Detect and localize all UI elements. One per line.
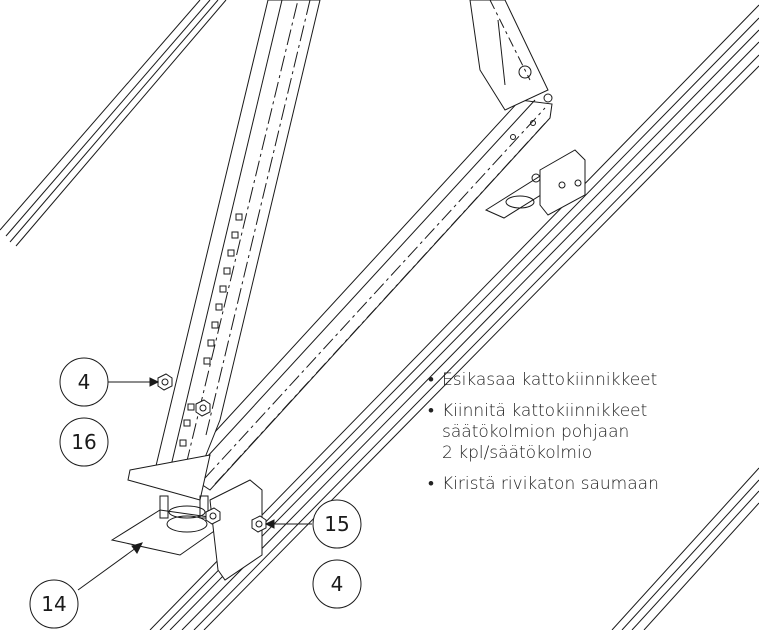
bolt-clamp-top (205, 507, 221, 525)
instruction-line: Kiristä rivikaton saumaan (442, 474, 659, 494)
lower-roof-bracket (110, 454, 263, 581)
callout-14-label: 14 (41, 592, 66, 616)
bolt-upper-left (157, 373, 173, 391)
bolt-clamp (251, 515, 267, 533)
leader-14-arrow (131, 542, 143, 554)
upper-roof-bracket (484, 149, 586, 219)
instruction-line: säätökolmion pohjaan (442, 422, 630, 442)
roof-seam-left-upper (0, 0, 227, 247)
instruction-line: Kiinnitä kattokiinnikkeet (442, 401, 648, 421)
instruction-item: Kiinnitä kattokiinnikkeet säätökolmion p… (428, 401, 728, 464)
callout-16: 16 (59, 417, 109, 467)
callout-15-label: 15 (324, 512, 349, 536)
instruction-item: Kiristä rivikaton saumaan (428, 474, 728, 495)
leader-14 (77, 544, 141, 591)
callout-15: 15 (312, 499, 362, 549)
callout-4-bottom-label: 4 (331, 572, 344, 596)
instruction-line: 2 kpl/säätökolmio (442, 443, 593, 463)
leader-4a-arrow (149, 377, 160, 387)
callout-16-label: 16 (71, 430, 96, 454)
adjustment-holes (179, 213, 243, 447)
callout-4-top-label: 4 (78, 370, 91, 394)
bolt-upper-middle (195, 399, 211, 417)
leader-15-arrow (264, 519, 275, 529)
callout-4-top: 4 (59, 357, 109, 407)
roof-seam-right-lower (611, 467, 759, 630)
callout-4-bottom: 4 (312, 559, 362, 609)
callout-14: 14 (29, 579, 79, 629)
instruction-item: Esikasaa kattokiinnikkeet (428, 370, 728, 391)
triangle-leg (154, 0, 321, 471)
triangle-base-rail (179, 93, 553, 491)
rear-leg (469, 0, 549, 111)
instruction-line: Esikasaa kattokiinnikkeet (442, 370, 658, 390)
instruction-list: Esikasaa kattokiinnikkeet Kiinnitä katto… (428, 370, 728, 505)
